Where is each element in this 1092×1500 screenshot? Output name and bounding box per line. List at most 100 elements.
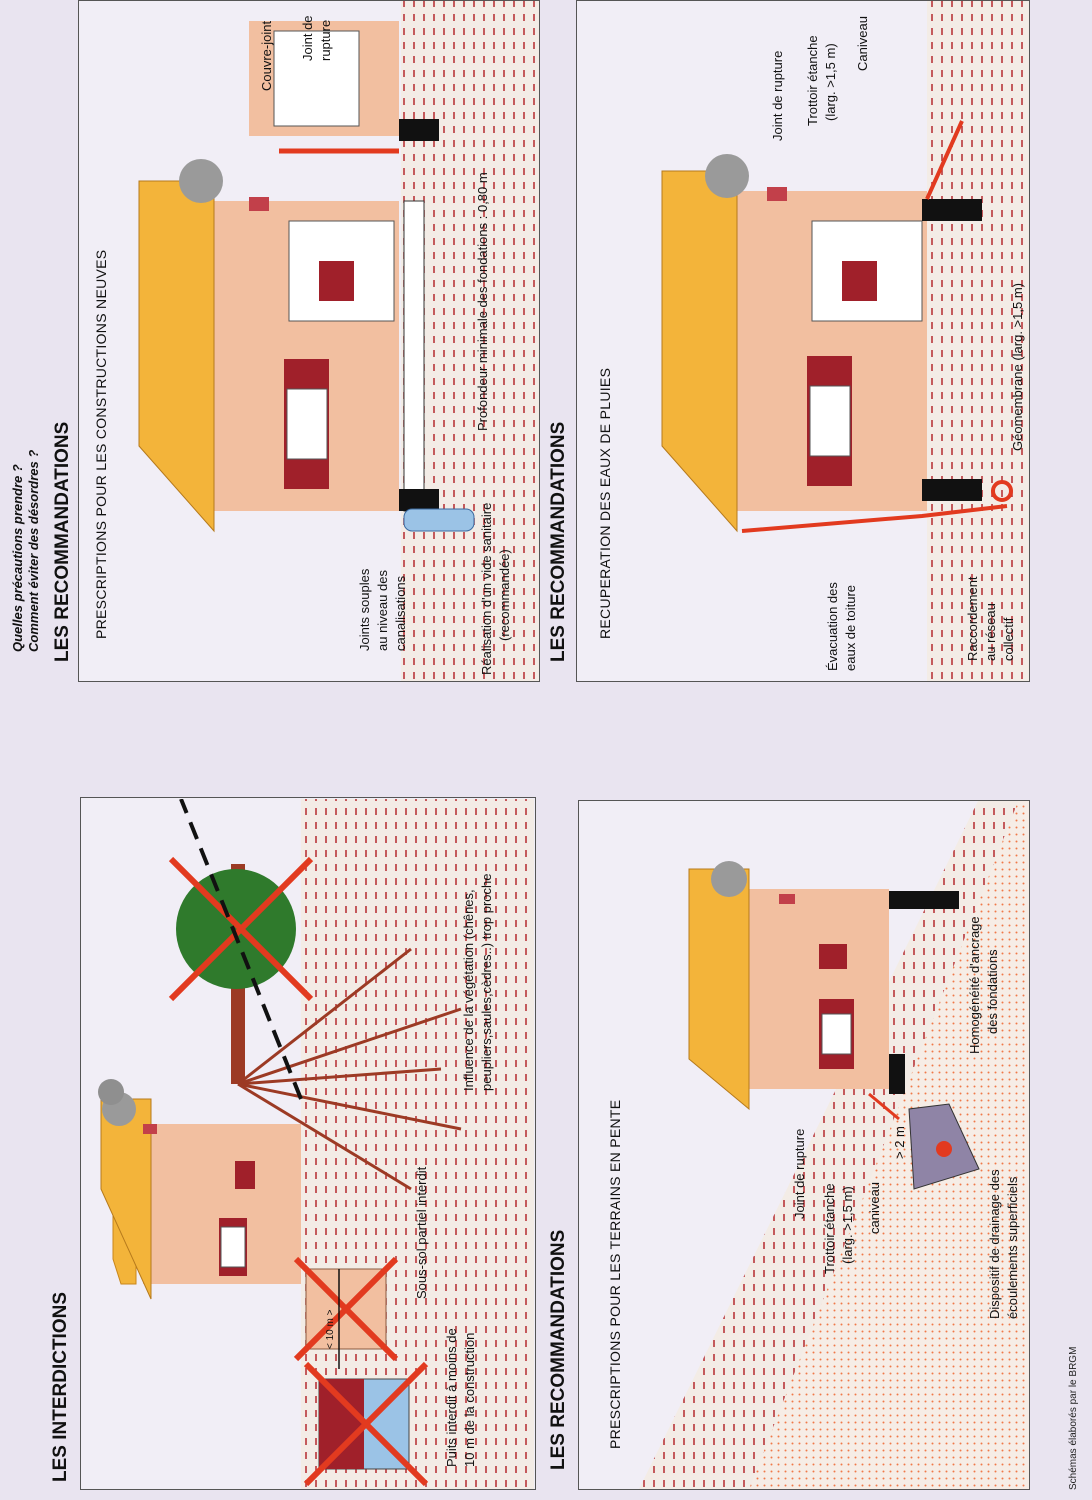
raccordement-line-2: au réseau (983, 603, 998, 661)
trottoir-line-2: (larg. >1,5 m) (840, 1186, 855, 1264)
root-4 (237, 947, 412, 1086)
window (809, 385, 851, 457)
joint-line-2: rupture (318, 20, 333, 61)
homogeneite-label: Homogénéité d'ancrage des fondations (967, 913, 1000, 1054)
geomembrane-label: Géomembrane (larg. >1,5 m) (1010, 283, 1025, 451)
door-window (819, 944, 847, 969)
profondeur-label: Profondeur minimale des fondations : 0,8… (475, 172, 490, 431)
evacuation-label: Évacuation des eaux de toiture (825, 578, 858, 671)
sanitary-void (403, 200, 425, 512)
chimney (143, 1124, 157, 1134)
foundation-right (889, 891, 959, 909)
root-2 (237, 1007, 462, 1086)
foundation-left (922, 479, 982, 501)
smoke-cloud (705, 154, 749, 198)
trottoir-label: Trottoir étanche (larg. >1,5 m) (822, 1180, 855, 1274)
caniveau-label: caniveau (867, 1182, 882, 1234)
smoke-cloud (711, 861, 747, 897)
chimney (779, 894, 795, 904)
puits-line-1: Puits interdit à moins de (444, 1328, 459, 1467)
interdictions-heading: LES INTERDICTIONS (50, 1291, 71, 1482)
credit: Schémas élaborés par le BRGM (1068, 1346, 1079, 1490)
caniveau-label: Caniveau (855, 16, 870, 71)
couvre-joint-label: Couvre-joint (259, 21, 274, 91)
joints-line-1: Joints souples (357, 568, 372, 651)
gutter (868, 1092, 900, 1121)
pente-diagram: Joint de rupture Trottoir étanche (larg.… (639, 801, 1029, 1489)
raccordement-line-1: Raccordement (965, 576, 980, 661)
soussol-label: Sous-sol partiel interdit (414, 1166, 429, 1299)
drainage-label: Dispositif de drainage des écoulements s… (987, 1166, 1020, 1319)
interdictions-diagram: < 10 m > Puits interdit à moins de 10 m … (98, 798, 534, 1489)
door-window (319, 261, 354, 301)
neuves-panel: PRESCRIPTIONS POUR LES CONSTRUCTIONS NEU… (78, 0, 540, 682)
sidewalk (925, 120, 964, 200)
window (220, 1226, 246, 1268)
drainage-line-1: Dispositif de drainage des (987, 1169, 1002, 1319)
door-small-window (235, 1161, 255, 1189)
house-roof (138, 180, 215, 533)
basement-cross-2 (293, 1256, 399, 1362)
puits-label: Puits interdit à moins de 10 m de la con… (444, 1325, 477, 1467)
house-roof (661, 170, 738, 533)
raccordement-label: Raccordement au réseau collectif (965, 573, 1016, 661)
pluies-panel: RECUPERATION DES EAUX DE PLUIES Évacuati… (576, 0, 1030, 682)
foundation-right (399, 119, 439, 141)
vegetation-line-1: Influence de la végétation (chênes, (461, 889, 476, 1091)
joint-rupture-label: Joint de rupture (792, 1129, 807, 1219)
neuves-diagram: Joints souples au niveau des canalisatio… (138, 1, 539, 681)
vide-label: Réalisation d'un vide sanitaire (recomma… (479, 499, 512, 675)
interdictions-panel: < 10 m > Puits interdit à moins de 10 m … (80, 797, 536, 1490)
smoke-cloud-2 (98, 1079, 124, 1105)
root-3 (237, 1082, 462, 1131)
flexible-pipe (403, 508, 475, 532)
questions: Quelles précautions prendre ? Comment év… (10, 450, 42, 652)
collective-network (991, 480, 1013, 502)
puits-line-2: 10 m de la construction (462, 1333, 477, 1467)
neuves-heading: LES RECOMMANDATIONS (52, 421, 73, 662)
foundation-left (889, 1054, 905, 1094)
question-1: Quelles précautions prendre ? (10, 464, 25, 652)
smoke-cloud (179, 159, 223, 203)
door-window (842, 261, 877, 301)
trottoir-line-1: Trottoir étanche (805, 35, 820, 126)
distance-label: < 10 m > (325, 1309, 336, 1349)
vegetation-line-2: peupliers,saules,cèdres..) trop proche (479, 873, 494, 1091)
annex-door (273, 30, 360, 127)
foundation-left (399, 489, 439, 511)
root-5 (237, 1082, 412, 1191)
trottoir-line-1: Trottoir étanche (822, 1183, 837, 1274)
vegetation-label: Influence de la végétation (chênes, peup… (461, 873, 494, 1091)
distance-label: > 2 m (892, 1126, 907, 1159)
house-wall (143, 1124, 301, 1284)
pluies-diagram: Évacuation des eaux de toiture Raccordem… (661, 1, 1029, 681)
trottoir-label: Trottoir étanche (larg. >1,5 m) (805, 32, 838, 126)
joints-line-3: canalisations (393, 575, 408, 651)
window (286, 388, 328, 460)
evacuation-line-1: Évacuation des (825, 582, 840, 671)
question-2: Comment éviter des désordres ? (26, 449, 41, 652)
pente-heading: LES RECOMMANDATIONS (548, 1229, 569, 1470)
drainage-line-2: écoulements superficiels (1005, 1176, 1020, 1319)
chimney (249, 197, 269, 211)
joint-rupture-label: Joint de rupture (770, 51, 785, 141)
vide-line-1: Réalisation d'un vide sanitaire (479, 503, 494, 675)
tree-cross-2 (168, 856, 314, 1002)
pente-panel: PRESCRIPTIONS POUR LES TERRAINS EN PENTE… (578, 800, 1030, 1490)
drain-pipe (936, 1141, 952, 1157)
vide-line-2: (recommandée) (497, 549, 512, 641)
joints-souples-label: Joints souples au niveau des canalisatio… (357, 565, 408, 651)
trottoir-line-2: (larg. >1,5 m) (823, 43, 838, 121)
raccordement-line-3: collectif (1001, 617, 1016, 661)
evacuation-line-2: eaux de toiture (843, 585, 858, 671)
downpipe (741, 504, 1008, 533)
slope-sand (749, 801, 1029, 1489)
dashed-line (179, 798, 303, 1100)
chimney (767, 187, 787, 201)
joint-rupture-label: Joint de rupture (300, 12, 333, 61)
pluies-heading: LES RECOMMANDATIONS (548, 421, 569, 662)
homogeneite-line-1: Homogénéité d'ancrage (967, 916, 982, 1054)
foundation-right (922, 199, 982, 221)
house-roof (688, 868, 750, 1111)
